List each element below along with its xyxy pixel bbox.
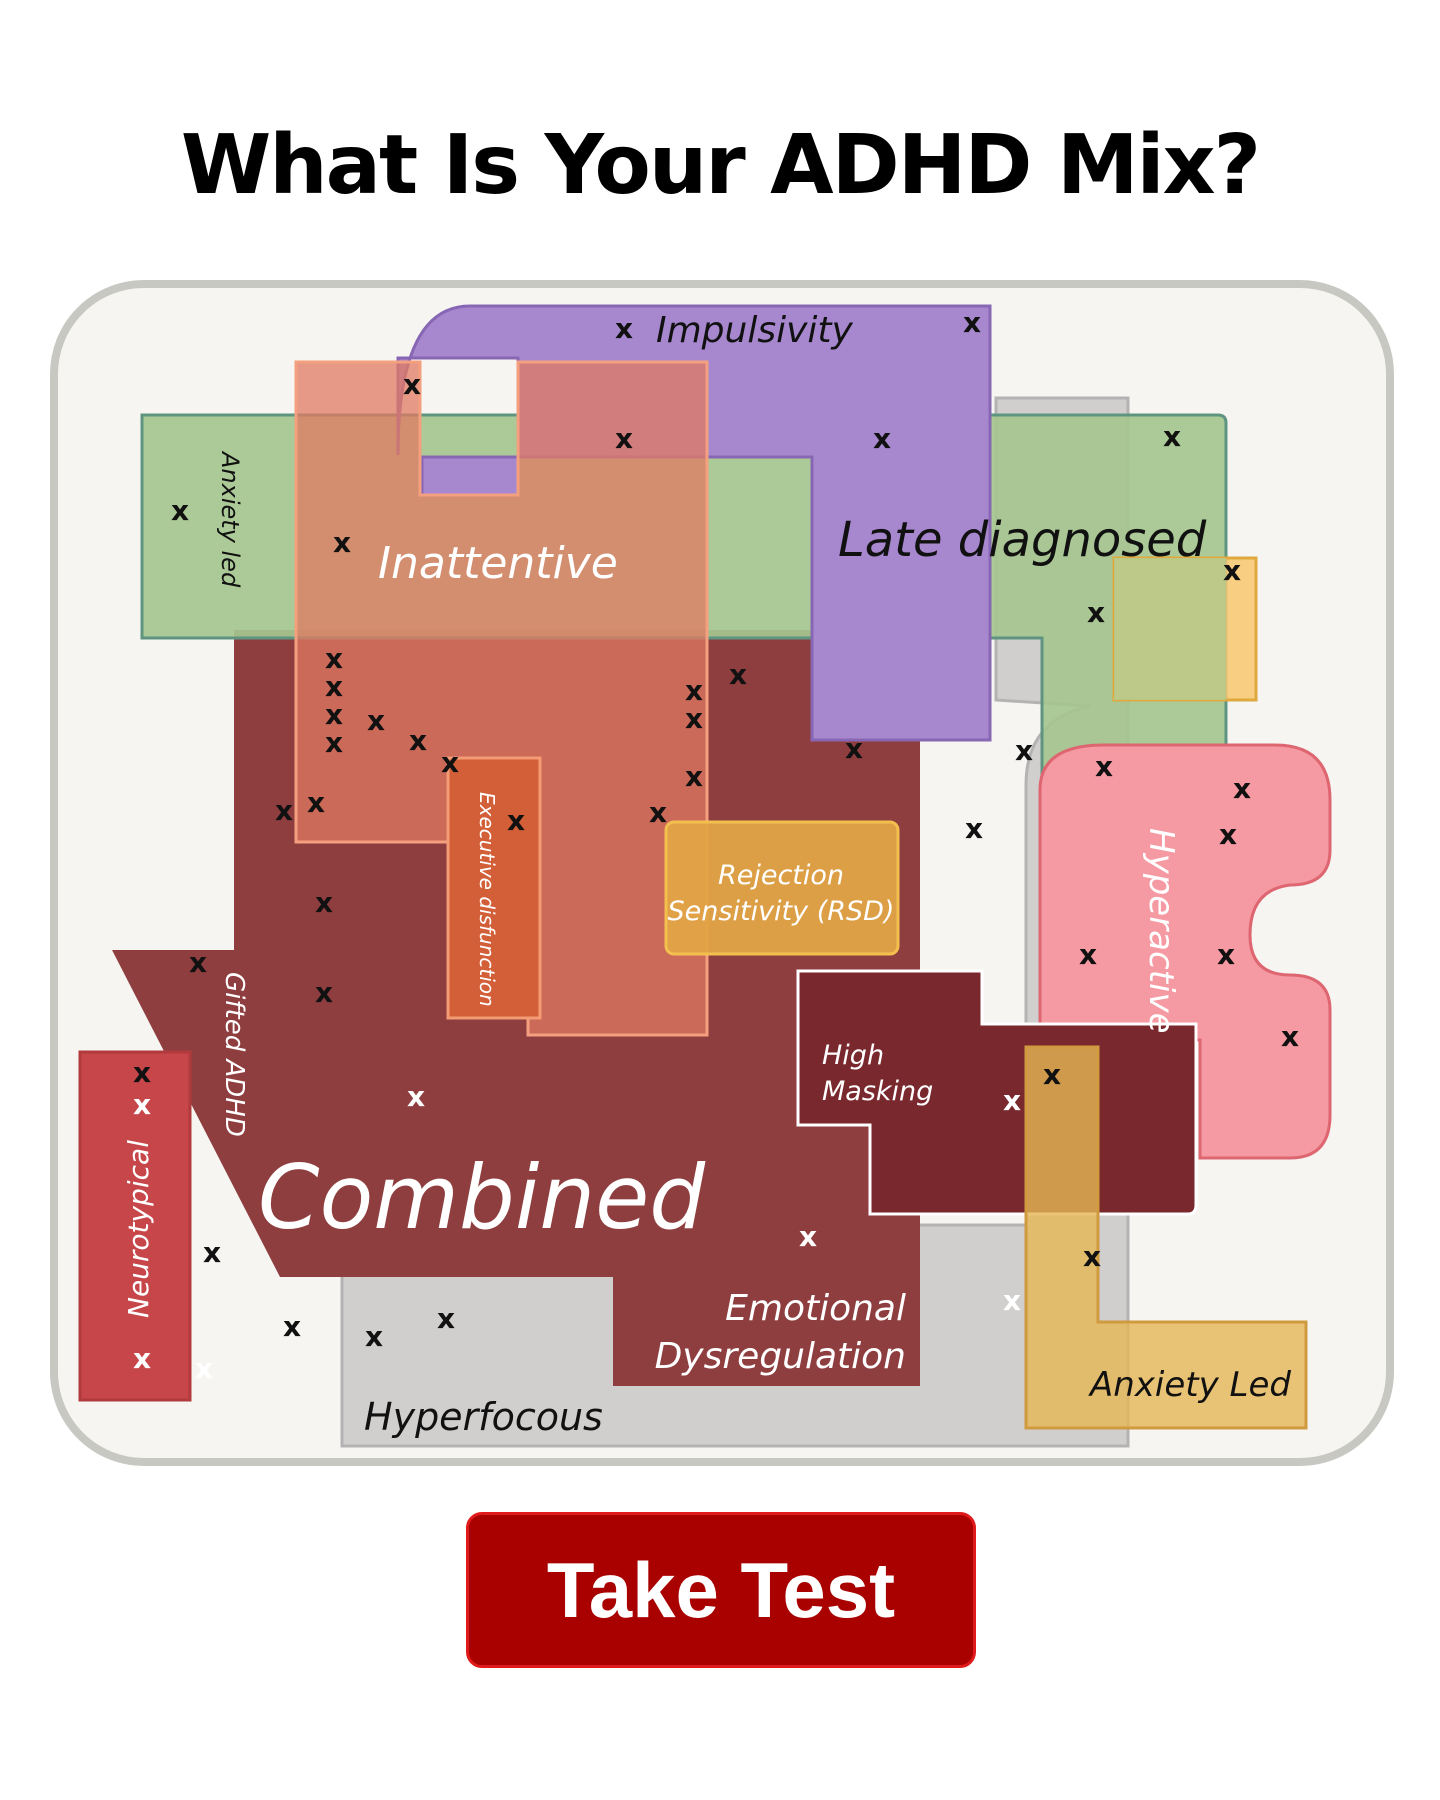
marker: x xyxy=(1079,938,1097,971)
marker: x xyxy=(365,1320,383,1353)
marker: x xyxy=(441,746,459,779)
label-anxiety-led-right: Anxiety Led xyxy=(1088,1365,1291,1405)
marker: x xyxy=(965,812,983,845)
marker: x xyxy=(333,526,351,559)
marker: x xyxy=(1003,1084,1021,1117)
marker: x xyxy=(133,1056,151,1089)
marker: x xyxy=(1217,938,1235,971)
label-emotional-1: Emotional xyxy=(725,1288,906,1329)
label-neurotypical: Neurotypical xyxy=(122,1140,155,1318)
markers: x x x x x x x x x x x x x x x x x x x x … xyxy=(133,306,1299,1385)
marker: x xyxy=(133,1342,151,1375)
label-hyperactive: Hyperactive xyxy=(1141,828,1181,1034)
region-hyperactive xyxy=(1038,743,1332,1160)
marker: x xyxy=(845,732,863,765)
marker: x xyxy=(685,702,703,735)
marker: x xyxy=(325,642,343,675)
marker: x xyxy=(799,1220,817,1253)
marker: x xyxy=(409,724,427,757)
label-rsd-1: Rejection xyxy=(718,860,844,891)
marker: x xyxy=(963,306,981,339)
label-emotional-2: Dysregulation xyxy=(655,1336,906,1377)
label-impulsivity: Impulsivity xyxy=(656,310,854,351)
marker: x xyxy=(873,422,891,455)
label-inattentive: Inattentive xyxy=(378,538,618,589)
marker: x xyxy=(403,368,421,401)
marker: x xyxy=(315,976,333,1009)
label-executive-disfunction: Executive disfunction xyxy=(475,792,499,1007)
label-combined: Combined xyxy=(258,1146,706,1249)
marker: x xyxy=(729,658,747,691)
marker: x xyxy=(367,704,385,737)
region-neurotypical xyxy=(78,1050,192,1402)
marker: x xyxy=(325,726,343,759)
marker: x xyxy=(1083,1240,1101,1273)
page-title: What Is Your ADHD Mix? xyxy=(180,118,1261,213)
marker: x xyxy=(407,1080,425,1113)
marker: x xyxy=(615,422,633,455)
marker: x xyxy=(171,494,189,527)
marker: x xyxy=(1087,596,1105,629)
marker: x xyxy=(1281,1020,1299,1053)
marker: x xyxy=(283,1310,301,1343)
label-rsd-2: Sensitivity (RSD) xyxy=(668,896,895,927)
marker: x xyxy=(507,804,525,837)
marker: x xyxy=(1233,772,1251,805)
marker: x xyxy=(325,670,343,703)
region-executive-disfunction xyxy=(446,756,542,1020)
marker: x xyxy=(195,1352,213,1385)
label-late-diagnosed: Late diagnosed xyxy=(838,512,1207,568)
marker: x xyxy=(315,886,333,919)
marker: x xyxy=(1095,750,1113,783)
marker: x xyxy=(1043,1058,1061,1091)
region-anxiety-led-right xyxy=(1024,1045,1308,1430)
marker: x xyxy=(1219,818,1237,851)
marker: x xyxy=(1163,420,1181,453)
marker: x xyxy=(685,674,703,707)
marker: x xyxy=(649,796,667,829)
marker: x xyxy=(203,1236,221,1269)
marker: x xyxy=(685,760,703,793)
marker: x xyxy=(307,786,325,819)
marker: x xyxy=(189,946,207,979)
marker: x xyxy=(1223,554,1241,587)
region-rsd xyxy=(664,820,900,956)
marker: x xyxy=(615,312,633,345)
label-gifted-adhd: Gifted ADHD xyxy=(219,972,249,1137)
marker: x xyxy=(1003,1284,1021,1317)
label-high-masking-2: Masking xyxy=(822,1076,933,1107)
take-test-button[interactable]: Take Test xyxy=(466,1512,976,1668)
label-high-masking-1: High xyxy=(822,1040,884,1071)
label-hyperfocus: Hyperfocous xyxy=(364,1395,603,1439)
label-anxiety-led-left: Anxiety led xyxy=(216,450,244,588)
marker: x xyxy=(1015,734,1033,767)
marker: x xyxy=(133,1088,151,1121)
marker: x xyxy=(325,698,343,731)
marker: x xyxy=(275,794,293,827)
marker: x xyxy=(437,1302,455,1335)
